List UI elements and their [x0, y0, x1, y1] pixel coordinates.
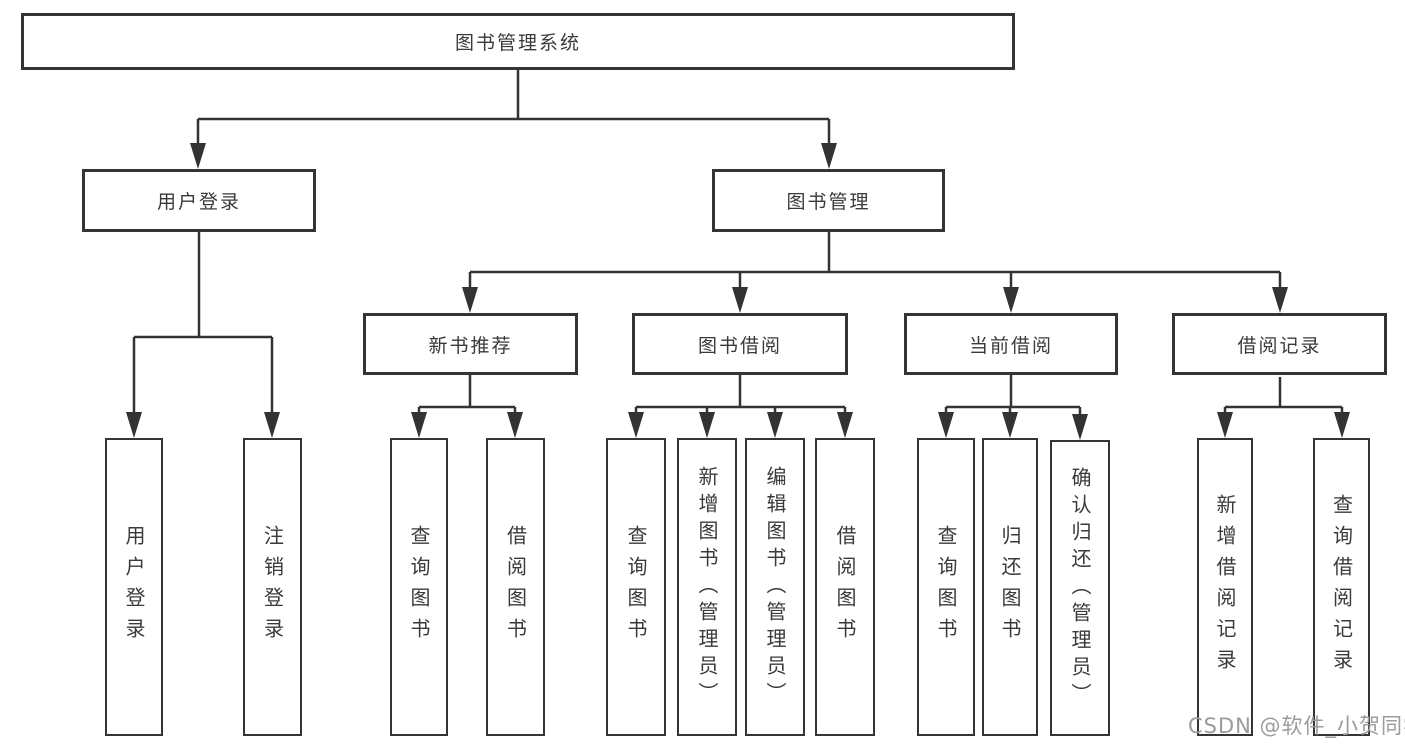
node-book-borrowing: 图书借阅 [632, 313, 848, 375]
leaf-query-books-borrow: 查询图书 [606, 438, 666, 736]
node-borrowing-records: 借阅记录 [1172, 313, 1387, 375]
leaf-return-book: 归还图书 [982, 438, 1038, 736]
node-user-login: 用户登录 [82, 169, 316, 232]
leaf-borrow-books-borrow: 借阅图书 [815, 438, 875, 736]
leaf-query-borrow-record: 查询借阅记录 [1313, 438, 1370, 736]
leaf-borrow-books-recommend: 借阅图书 [486, 438, 545, 736]
leaf-logout: 注销登录 [243, 438, 302, 736]
node-new-book-recommend: 新书推荐 [363, 313, 578, 375]
leaf-query-books-recommend: 查询图书 [390, 438, 448, 736]
node-root-library-system: 图书管理系统 [21, 13, 1015, 70]
leaf-confirm-return-admin: 确认归还（管理员） [1050, 440, 1110, 736]
leaf-user-login: 用户登录 [105, 438, 163, 736]
leaf-edit-book-admin: 编辑图书（管理员） [745, 438, 805, 736]
csdn-watermark: CSDN @软件_小贺同学 [1188, 714, 1405, 738]
leaf-add-borrow-record: 新增借阅记录 [1197, 438, 1253, 736]
leaf-add-book-admin: 新增图书（管理员） [677, 438, 737, 736]
node-current-borrowing: 当前借阅 [904, 313, 1118, 375]
node-book-management: 图书管理 [712, 169, 945, 232]
leaf-query-books-current: 查询图书 [917, 438, 975, 736]
